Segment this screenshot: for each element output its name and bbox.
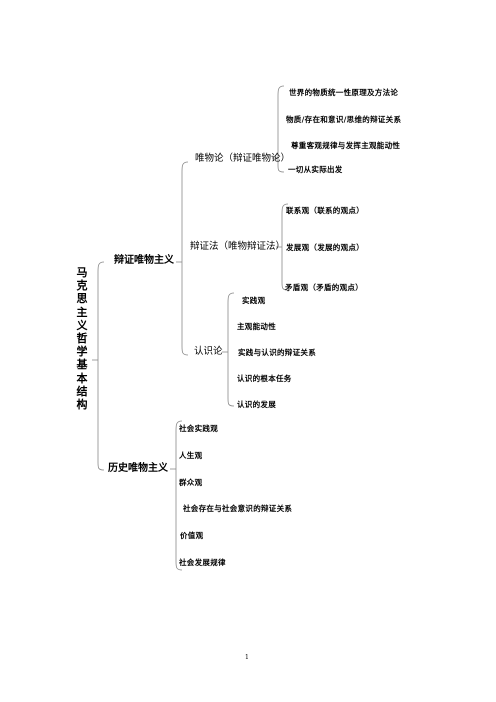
- leaf-item: 社会实践观: [179, 424, 218, 433]
- leaf-item: 社会发展规律: [179, 558, 226, 567]
- leaf-item: 一切从实际出发: [288, 165, 343, 174]
- node-epistemology: 认识论: [194, 346, 223, 357]
- node-materialism: 唯物论（辩证唯物论）: [195, 153, 291, 164]
- leaf-item: 价值观: [180, 531, 204, 540]
- materialism-bracket: [277, 85, 285, 173]
- leaf-item: 认识的发展: [237, 400, 276, 409]
- leaf-item: 实践观: [242, 296, 266, 305]
- node-dialectics: 辩证法（唯物辩证法）: [190, 241, 286, 252]
- leaf-item: 主观能动性: [237, 322, 276, 331]
- branch-historical-materialism: 历史唯物主义: [108, 463, 168, 474]
- leaf-item: 发展观（发展的观点）: [286, 243, 364, 252]
- historical-materialism-bracket: [175, 420, 183, 571]
- root-title: 马克思主义哲学基本结构: [76, 266, 88, 412]
- leaf-item: 矛盾观（矛盾的观点）: [285, 283, 363, 292]
- leaf-item: 社会存在与社会意识的辩证关系: [183, 504, 293, 513]
- branch-dialectical-materialism: 辩证唯物主义: [114, 255, 174, 266]
- leaf-item: 人生观: [179, 451, 203, 460]
- leaf-item: 尊重客观规律与发挥主观能动性: [291, 141, 401, 150]
- root-bracket: [97, 261, 105, 471]
- page-number: 1: [245, 654, 249, 661]
- leaf-item: 联系观（联系的观点）: [286, 206, 364, 215]
- dialectical-materialism-bracket: [181, 161, 189, 356]
- leaf-item: 物质/存在和意识/思维的辩证关系: [286, 115, 402, 124]
- epistemology-bracket: [227, 292, 235, 407]
- leaf-item: 认识的根本任务: [237, 374, 292, 383]
- dialectics-bracket: [281, 203, 289, 291]
- leaf-item: 群众观: [179, 478, 203, 487]
- leaf-item: 实践与认识的辩证关系: [238, 348, 316, 357]
- leaf-item: 世界的物质统一性原理及方法论: [289, 88, 399, 97]
